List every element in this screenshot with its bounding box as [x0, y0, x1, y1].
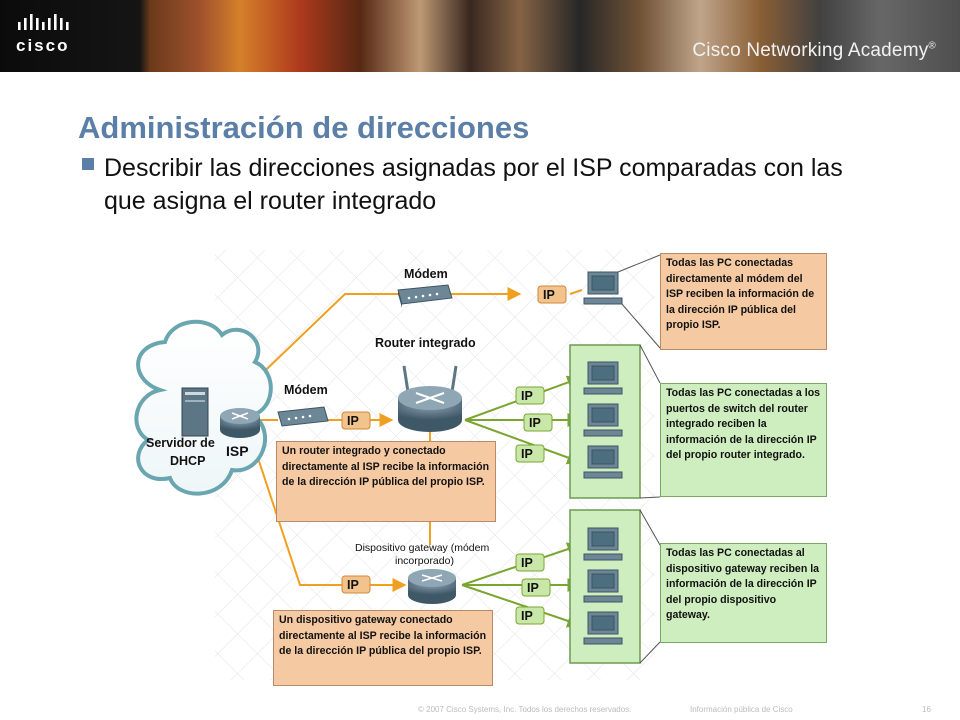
- slide-title: Administración de direcciones: [78, 110, 530, 145]
- cisco-logo-icon: [18, 14, 69, 30]
- dhcp-server-icon: [181, 387, 209, 437]
- ip-tag-gateway-lan-2: IP: [521, 578, 551, 597]
- label-modem-mid: Módem: [284, 383, 328, 397]
- ip-tag-router-wan: IP: [341, 411, 371, 430]
- label-gateway-line1: Dispositivo gateway (módem: [355, 542, 489, 554]
- label-isp: ISP: [226, 443, 249, 459]
- ip-tag-router-lan-2: IP: [523, 413, 553, 432]
- slide-bullet-text: Describir las direcciones asignadas por …: [104, 154, 843, 215]
- isp-router-icon: [220, 408, 260, 438]
- bullet-square-icon: [82, 158, 94, 170]
- label-router-integrado: Router integrado: [375, 336, 476, 350]
- cisco-wordmark: cisco: [16, 36, 70, 55]
- trademark: ®: [928, 40, 936, 52]
- callout-top-right: Todas las PC conectadas directamente al …: [660, 253, 827, 350]
- integrated-router-icon: [398, 365, 462, 432]
- pc-icon-router-1: [583, 361, 623, 395]
- svg-text:IP: IP: [527, 581, 539, 595]
- ip-tag-gateway-lan-1: IP: [515, 553, 545, 572]
- callout-mid-left: Un router integrado y conectado directam…: [276, 441, 496, 522]
- gateway-device-icon: [408, 569, 456, 604]
- pc-icon-gateway-2: [583, 569, 623, 603]
- modem-top-icon: [397, 284, 453, 308]
- ip-tag-gateway-wan: IP: [341, 575, 371, 594]
- svg-text:IP: IP: [521, 447, 533, 461]
- svg-text:IP: IP: [347, 414, 359, 428]
- academy-title: Cisco Networking Academy®: [692, 40, 936, 62]
- ip-tag-gateway-lan-3: IP: [515, 606, 545, 625]
- label-dhcp: DHCP: [170, 454, 205, 468]
- modem-mid-icon: [277, 406, 329, 427]
- banner-photo-strip: [140, 0, 960, 72]
- ip-tag-router-lan-3: IP: [515, 444, 545, 463]
- ip-tag-router-lan-1: IP: [515, 386, 545, 405]
- callout-bottom-left: Un dispositivo gateway conectado directa…: [273, 610, 493, 686]
- footer-copyright: © 2007 Cisco Systems, Inc. Todos los der…: [418, 705, 632, 714]
- pc-icon-top: [583, 271, 623, 305]
- pc-icon-router-2: [583, 403, 623, 437]
- svg-text:IP: IP: [521, 389, 533, 403]
- pc-icon-router-3: [583, 445, 623, 479]
- svg-text:IP: IP: [521, 609, 533, 623]
- pc-icon-gateway-3: [583, 611, 623, 645]
- pc-icon-gateway-1: [583, 527, 623, 561]
- academy-text: Cisco Networking Academy: [692, 40, 929, 61]
- svg-text:IP: IP: [543, 288, 555, 302]
- svg-text:IP: IP: [347, 578, 359, 592]
- ip-tag-top: IP: [537, 285, 567, 304]
- callout-bottom-right: Todas las PC conectadas al dispositivo g…: [660, 543, 827, 643]
- callout-mid-right: Todas las PC conectadas a los puertos de…: [660, 383, 827, 497]
- pc-icons: [583, 271, 623, 645]
- header-banner: cisco Cisco Networking Academy®: [0, 0, 960, 72]
- label-gateway-line2: incorporado): [395, 555, 454, 567]
- footer-page-number: 16: [922, 705, 931, 714]
- svg-text:IP: IP: [521, 556, 533, 570]
- label-servidor: Servidor de: [146, 436, 215, 450]
- footer-classification: Información pública de Cisco: [690, 705, 793, 714]
- label-modem-top: Módem: [404, 267, 448, 281]
- svg-text:IP: IP: [529, 416, 541, 430]
- callout-pointer-lines: [617, 254, 661, 664]
